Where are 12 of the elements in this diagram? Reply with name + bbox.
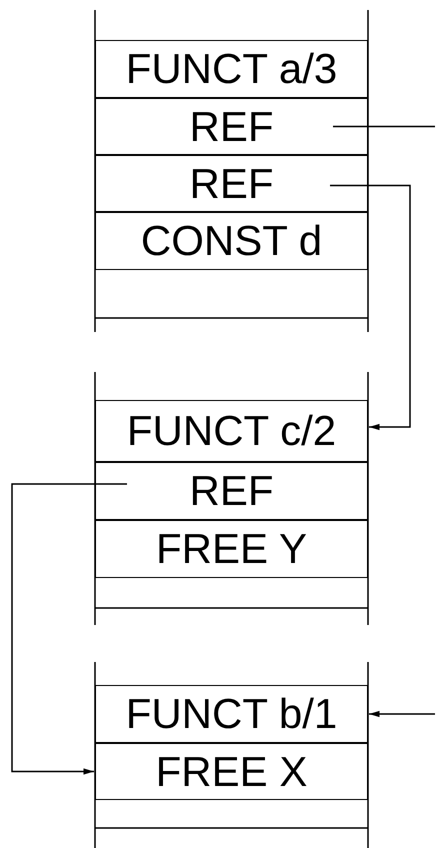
memory-cell: FUNCT b/1: [95, 685, 368, 743]
memory-cell: FREE Y: [95, 520, 368, 578]
arrow: [11, 483, 127, 775]
arrow: [330, 184, 411, 430]
arrow: [369, 710, 435, 718]
memory-cell: REF: [95, 462, 368, 520]
memory-cell: FREE X: [95, 743, 368, 800]
memory-cell: REF: [95, 155, 368, 212]
memory-cell: FUNCT c/2: [95, 400, 368, 462]
memory-cell: FUNCT a/3: [95, 40, 368, 98]
memory-cell: CONST d: [95, 212, 368, 270]
memory-cell: REF: [95, 98, 368, 155]
